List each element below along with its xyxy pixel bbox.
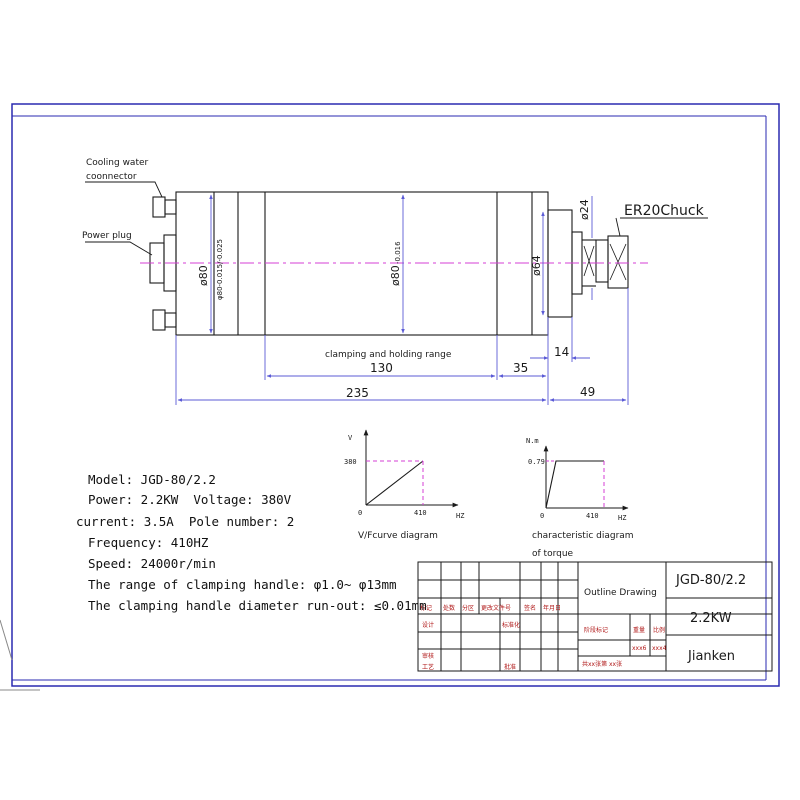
tb-design: 设计 bbox=[422, 621, 434, 629]
torque-y-tick: 0.79 bbox=[528, 458, 545, 466]
torque-x-tick: 410 bbox=[586, 512, 599, 520]
spec-power-voltage: Power: 2.2KW Voltage: 380V bbox=[88, 492, 292, 507]
torque-xlabel: HZ bbox=[618, 514, 626, 522]
cooling-water-label: Cooling water bbox=[86, 158, 149, 168]
vf-curve-chart: V 380 0 410 HZ V/Fcurve diagram bbox=[344, 429, 464, 541]
tb-weight: 重量 bbox=[633, 626, 645, 634]
spec-frequency: Frequency: 410HZ bbox=[88, 535, 209, 550]
tb-review: 审核 bbox=[422, 652, 434, 660]
cooling-connector-label: coonnector bbox=[86, 172, 137, 182]
tb-sheets: 共xx张第 xx张 bbox=[582, 660, 622, 668]
tb-change-no: 更改文件号 bbox=[481, 604, 511, 612]
dia-left-label: ø80 bbox=[197, 265, 210, 286]
dim-35: 35 bbox=[513, 361, 528, 375]
tb-scale: 比例 bbox=[653, 626, 665, 634]
drawing-frame bbox=[0, 103, 780, 691]
tb-power: 2.2KW bbox=[690, 611, 732, 626]
torque-origin: 0 bbox=[540, 512, 544, 520]
torque-caption-1: characteristic diagram bbox=[532, 531, 634, 541]
diameter-dims bbox=[209, 194, 593, 334]
chuck-label: ER20Chuck bbox=[624, 203, 705, 219]
clamping-range-label: clamping and holding range bbox=[325, 350, 452, 360]
spec-current-poles: current: 3.5A Pole number: 2 bbox=[76, 514, 295, 529]
dim-49: 49 bbox=[580, 385, 595, 399]
vf-caption: V/Fcurve diagram bbox=[358, 531, 438, 541]
tb-stage: 阶段标记 bbox=[584, 626, 608, 634]
vf-y-tick: 380 bbox=[344, 458, 357, 466]
tb-standard: 标准化 bbox=[502, 621, 520, 629]
spec-runout: The clamping handle diameter run-out: ≤0… bbox=[88, 598, 427, 613]
dim-130: 130 bbox=[370, 361, 393, 375]
torque-ylabel: N.m bbox=[526, 437, 539, 445]
tb-drawing-type: Outline Drawing bbox=[584, 588, 657, 598]
tb-zone: 分区 bbox=[462, 604, 474, 612]
chuck-nut bbox=[607, 235, 629, 289]
spec-model: Model: JGD-80/2.2 bbox=[88, 472, 216, 487]
vf-line bbox=[365, 460, 424, 506]
collet-chuck bbox=[595, 239, 609, 283]
spec-clamp-range: The range of clamping handle: φ1.0~ φ13m… bbox=[88, 577, 397, 592]
torque-caption-2: of torque bbox=[532, 549, 574, 559]
vf-xlabel: HZ bbox=[456, 512, 464, 520]
vf-origin: 0 bbox=[358, 509, 362, 517]
tb-process: 工艺 bbox=[422, 663, 434, 671]
power-plug-label: Power plug bbox=[82, 231, 132, 241]
dia-chuck-label: ø24 bbox=[578, 199, 591, 220]
cooling-connector-bottom bbox=[152, 309, 166, 331]
spec-speed: Speed: 24000r/min bbox=[88, 556, 216, 571]
torque-chart: N.m 0.79 0 410 HZ characteristic diagram… bbox=[526, 437, 634, 559]
tb-sign: 签名 bbox=[524, 604, 536, 612]
cooling-connector-top bbox=[152, 196, 166, 218]
tb-mark: 标记 bbox=[420, 604, 432, 612]
vf-ylabel: V bbox=[348, 434, 353, 442]
torque-line bbox=[545, 460, 604, 509]
dia-nose-label: ø64 bbox=[530, 255, 543, 276]
length-dims bbox=[175, 288, 629, 405]
title-block bbox=[417, 561, 773, 672]
vf-x-tick: 410 bbox=[414, 509, 427, 517]
dia-mid-tol: -0.016 bbox=[394, 241, 402, 264]
dia-mid-label: ø80 bbox=[389, 265, 402, 286]
dim-14: 14 bbox=[554, 345, 569, 359]
tb-val2: xxx4 bbox=[652, 645, 667, 652]
tb-count: 处数 bbox=[443, 604, 455, 612]
tb-maker: Jianken bbox=[687, 649, 735, 664]
tb-model: JGD-80/2.2 bbox=[675, 573, 746, 588]
dia-left-tol: φ80-0.015/-0.025 bbox=[216, 239, 224, 300]
tb-approve: 批准 bbox=[504, 663, 516, 671]
tb-date: 年月日 bbox=[543, 604, 561, 612]
dim-235: 235 bbox=[346, 386, 369, 400]
leader-lines bbox=[85, 181, 708, 256]
tb-val1: xxx6 bbox=[632, 645, 647, 652]
